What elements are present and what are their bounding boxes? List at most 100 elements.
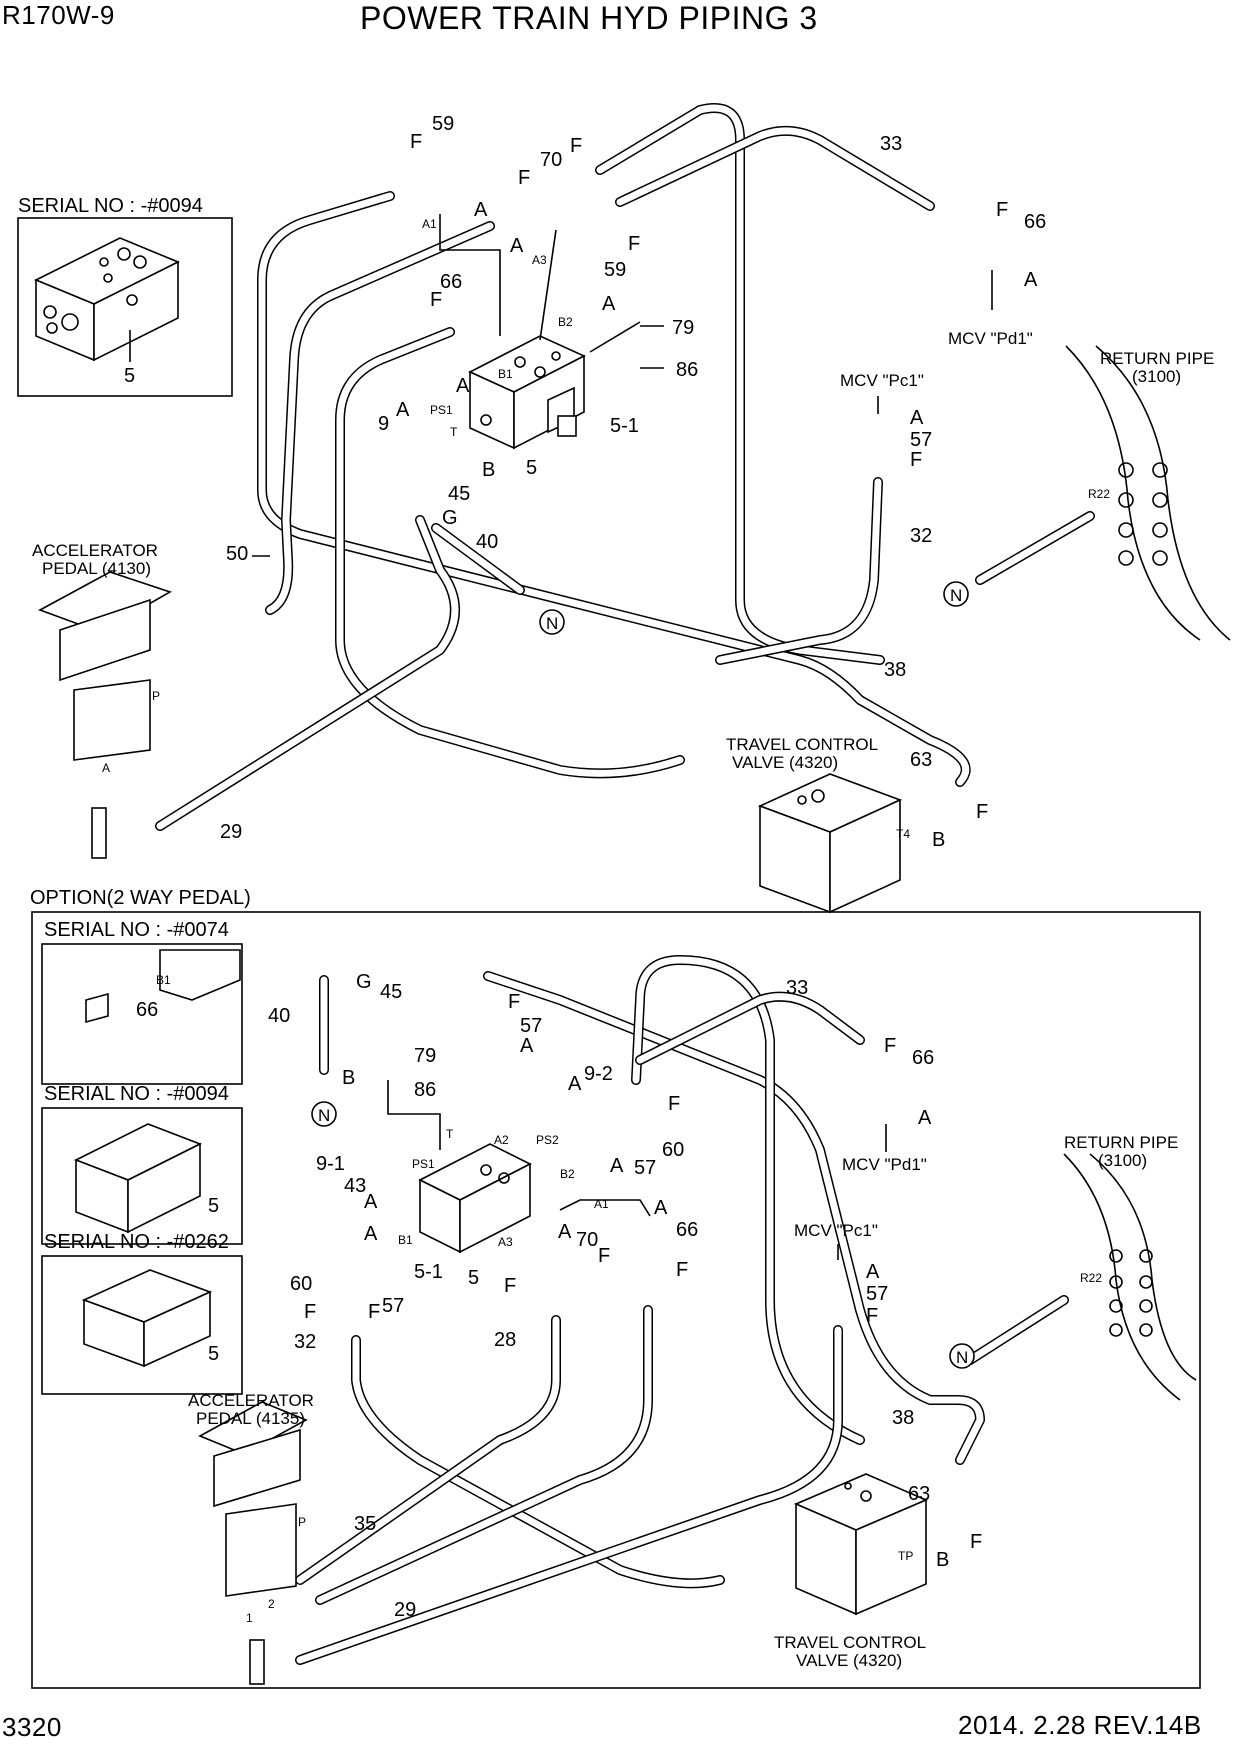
top-diagram: SERIAL NO : -#0094 5 xyxy=(17,103,1231,914)
option-letter-f-6: F xyxy=(304,1301,316,1323)
option-port-1: 1 xyxy=(246,1611,253,1625)
option-port-b1: B1 xyxy=(398,1233,413,1247)
option-callout-29: 29 xyxy=(394,1599,416,1621)
top-callout-32: 32 xyxy=(910,525,932,547)
top-port-r22: R22 xyxy=(1088,487,1110,501)
option-callout-38: 38 xyxy=(892,1407,914,1429)
option-callout-45: 45 xyxy=(380,981,402,1003)
page-number: 3320 xyxy=(2,1712,62,1742)
top-accelerator-label-1: ACCELERATOR xyxy=(32,541,158,560)
top-return-pipe-label-2: (3100) xyxy=(1132,367,1181,386)
option-callout-32: 32 xyxy=(294,1331,316,1353)
top-letter-f-7: F xyxy=(910,449,922,471)
option-frame xyxy=(31,911,1201,1689)
option-serial-port-1: B1 xyxy=(156,973,171,987)
option-hoses xyxy=(295,955,1069,1665)
option-letter-a-9: A xyxy=(866,1261,880,1283)
top-letter-a-2: A xyxy=(510,235,524,257)
option-callout-60a: 60 xyxy=(662,1139,684,1161)
option-callout-70: 70 xyxy=(576,1229,598,1251)
option-letter-b-2: B xyxy=(936,1549,949,1571)
option-serial-label-1: SERIAL NO : -#0074 xyxy=(44,919,229,941)
option-connector-n-circle-2 xyxy=(949,1343,975,1369)
option-letter-f-2: F xyxy=(668,1093,680,1115)
option-accelerator-label-2: PEDAL (4135) xyxy=(196,1409,305,1428)
top-port-a: A xyxy=(102,761,110,775)
option-serial-label-3: SERIAL NO : -#0262 xyxy=(44,1231,229,1253)
top-serial-label: SERIAL NO : -#0094 xyxy=(18,195,203,217)
top-letter-a-4: A xyxy=(1024,269,1038,291)
option-callout-60b: 60 xyxy=(290,1273,312,1295)
top-serial-box xyxy=(17,217,233,397)
option-serial-part-3: 5 xyxy=(208,1343,219,1365)
top-letter-a-3: A xyxy=(602,293,616,315)
top-letter-a-6: A xyxy=(396,399,410,421)
option-letter-a-2: A xyxy=(568,1073,582,1095)
option-connector-n-1: N xyxy=(318,1106,330,1125)
top-callout-86: 86 xyxy=(676,359,698,381)
option-port-a3: A3 xyxy=(498,1235,513,1249)
top-port-b1: B1 xyxy=(498,367,513,381)
option-letter-a-8: A xyxy=(918,1107,932,1129)
option-letter-f-9: F xyxy=(866,1305,878,1327)
option-diagram: SERIAL NO : -#0074 B1 66 SERIAL NO : -#0… xyxy=(41,919,1197,1685)
top-connector-n-1: N xyxy=(546,614,558,633)
top-callout-5: 5 xyxy=(526,457,537,479)
option-return-pipe-label-2: (3100) xyxy=(1098,1151,1147,1170)
top-callout-9: 9 xyxy=(378,413,389,435)
top-letter-a-1: A xyxy=(474,199,488,221)
option-letter-a-4: A xyxy=(364,1191,378,1213)
option-callout-63: 63 xyxy=(908,1483,930,1505)
option-accelerator-label-1: ACCELERATOR xyxy=(188,1391,314,1410)
revision-date: 2014. 2.28 REV.14B xyxy=(958,1710,1202,1740)
option-valve-block xyxy=(418,1143,532,1254)
option-letter-f-8: F xyxy=(884,1035,896,1057)
top-callout-40: 40 xyxy=(476,531,498,553)
top-callout-38: 38 xyxy=(884,659,906,681)
top-callout-5-1: 5-1 xyxy=(610,415,639,437)
top-letter-a-5: A xyxy=(456,375,470,397)
top-connector-n-circle-2 xyxy=(943,581,969,607)
top-callout-33: 33 xyxy=(880,133,902,155)
option-callout-40: 40 xyxy=(268,1005,290,1027)
top-letter-f-1: F xyxy=(410,131,422,153)
top-return-pipe xyxy=(1065,345,1231,641)
top-callout-70: 70 xyxy=(540,149,562,171)
option-letter-a-3: A xyxy=(610,1155,624,1177)
option-title: OPTION(2 WAY PEDAL) xyxy=(30,887,251,909)
option-port-tp: TP xyxy=(898,1549,913,1563)
option-mcv-pd1: MCV "Pd1" xyxy=(842,1155,927,1174)
option-callout-9-2: 9-2 xyxy=(584,1063,613,1085)
top-port-t4: T4 xyxy=(896,827,910,841)
top-serial-valve-block xyxy=(34,237,180,362)
top-travel-valve-label-1: TRAVEL CONTROL xyxy=(726,735,878,754)
top-port-ps1: PS1 xyxy=(430,403,453,417)
option-port-ps2: PS2 xyxy=(536,1133,559,1147)
top-callout-57: 57 xyxy=(910,429,932,451)
top-connector-n-circle-1 xyxy=(539,609,565,635)
option-port-ps1: PS1 xyxy=(412,1157,435,1171)
option-travel-control-valve xyxy=(793,1473,929,1616)
top-travel-control-valve xyxy=(757,773,903,914)
top-callout-63: 63 xyxy=(910,749,932,771)
option-letter-b-1: B xyxy=(342,1067,355,1089)
option-callout-66a: 66 xyxy=(676,1219,698,1241)
option-serial-part-2: 5 xyxy=(208,1195,219,1217)
top-callout-29: 29 xyxy=(220,821,242,843)
top-accelerator-pedal xyxy=(38,571,172,859)
option-mcv-pc1: MCV "Pc1" xyxy=(794,1221,878,1240)
top-callout-59b: 59 xyxy=(604,259,626,281)
option-callout-57a: 57 xyxy=(520,1015,542,1037)
option-return-pipe xyxy=(1063,1153,1197,1401)
option-callout-66b: 66 xyxy=(912,1047,934,1069)
top-letter-f-2: F xyxy=(518,167,530,189)
option-port-r22: R22 xyxy=(1080,1271,1102,1285)
option-callout-9-1: 9-1 xyxy=(316,1153,345,1175)
option-callout-5: 5 xyxy=(468,1267,479,1289)
option-serial-box-2 xyxy=(41,1107,243,1245)
top-callout-59a: 59 xyxy=(432,113,454,135)
top-callout-50: 50 xyxy=(226,543,248,565)
top-serial-part: 5 xyxy=(124,365,135,387)
main-valve-block xyxy=(468,335,586,450)
